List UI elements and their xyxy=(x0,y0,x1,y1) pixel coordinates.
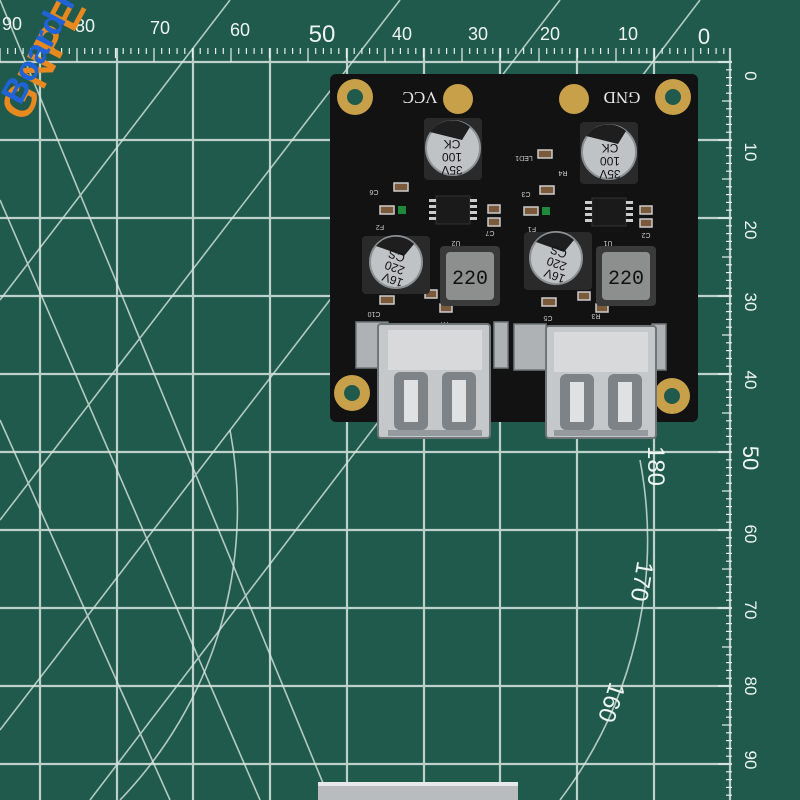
smd-components xyxy=(379,149,653,313)
silk-f2: F2 xyxy=(376,223,384,230)
arc-label: 180 xyxy=(642,446,669,486)
ruler-label: 90 xyxy=(741,751,760,770)
vcc-label: VCC xyxy=(403,88,438,107)
silk-r4: R4 xyxy=(558,169,567,176)
ruler-label: 0 xyxy=(698,24,710,49)
ruler-label: 10 xyxy=(741,143,760,162)
ruler-label: 40 xyxy=(741,371,760,390)
ruler-label: 70 xyxy=(741,601,760,620)
silk-r3: R3 xyxy=(591,312,600,319)
ic-u1 xyxy=(585,197,633,227)
inductor-right: 220 xyxy=(596,246,656,306)
gnd-label: GND xyxy=(604,88,641,107)
ruler-label: 70 xyxy=(150,18,170,38)
svg-text:220: 220 xyxy=(545,254,569,274)
top-ruler-ticks xyxy=(0,48,725,62)
right-ruler-labels: 0 10 20 30 40 50 60 70 80 90 xyxy=(738,71,763,769)
silk-c3: C3 xyxy=(521,190,530,197)
ruler-label: 60 xyxy=(230,20,250,40)
metal-strip-highlight xyxy=(318,782,518,786)
svg-text:220: 220 xyxy=(452,268,488,291)
silk-u2: U2 xyxy=(451,239,460,246)
ruler-label: 30 xyxy=(468,24,488,44)
ruler-label: 0 xyxy=(741,71,760,80)
silk-u1: U1 xyxy=(603,239,612,246)
capacitor-small-left: CS 220 16V xyxy=(362,235,430,294)
ruler-label: 90 xyxy=(2,14,22,34)
mounting-holes xyxy=(334,79,691,414)
ruler-label: 60 xyxy=(741,525,760,544)
silk-f1: F1 xyxy=(528,225,536,232)
svg-text:CK: CK xyxy=(444,137,461,151)
svg-text:100: 100 xyxy=(442,150,462,164)
silk-led1: LED1 xyxy=(515,154,533,161)
mounting-hole-center xyxy=(664,388,680,404)
ruler-label: 80 xyxy=(741,677,760,696)
silk-c7: C7 xyxy=(485,229,494,236)
mounting-hole-center xyxy=(665,89,681,105)
ruler-label: 20 xyxy=(540,24,560,44)
vcc-pad xyxy=(443,84,473,114)
top-ruler-labels: 90 80 70 60 50 40 30 20 10 0 xyxy=(2,14,710,49)
protractor-arc xyxy=(119,429,649,800)
svg-text:16V: 16V xyxy=(380,270,405,290)
svg-text:220: 220 xyxy=(608,268,644,291)
ruler-label: 40 xyxy=(392,24,412,44)
capacitor-large-left: CK 100 35V xyxy=(424,118,482,180)
ruler-label: 50 xyxy=(738,446,763,470)
svg-text:100: 100 xyxy=(600,154,620,168)
ruler-label: 30 xyxy=(741,293,760,312)
svg-text:35V: 35V xyxy=(441,163,462,177)
capacitor-large-right: CK 100 35V xyxy=(580,122,638,184)
ic-u2 xyxy=(429,195,477,225)
silk-c6: C6 xyxy=(369,188,378,195)
ruler-label: 20 xyxy=(741,221,760,240)
capacitor-small-right: CS 220 16V xyxy=(524,231,592,290)
usb-port-left xyxy=(355,321,509,439)
svg-text:35V: 35V xyxy=(599,167,620,181)
metal-strip xyxy=(318,782,518,800)
usb-port-right xyxy=(513,323,667,439)
pcb-board: VCC GND CK 100 35V CK 100 35V xyxy=(330,74,698,439)
right-ruler-ticks xyxy=(718,61,732,796)
inductor-left: 220 xyxy=(440,246,500,306)
ruler-label: 80 xyxy=(75,16,95,36)
svg-text:CK: CK xyxy=(602,141,619,155)
gnd-pad xyxy=(559,84,589,114)
silk-c2: C2 xyxy=(641,231,650,238)
ruler-label: 50 xyxy=(309,21,336,48)
ruler-label: 10 xyxy=(618,24,638,44)
svg-text:CS: CS xyxy=(548,242,568,261)
svg-text:220: 220 xyxy=(383,258,407,278)
mounting-hole-center xyxy=(347,89,363,105)
svg-text:16V: 16V xyxy=(542,266,567,286)
svg-text:CS: CS xyxy=(386,246,406,265)
silk-c5: C5 xyxy=(543,314,552,321)
silk-c10: C10 xyxy=(367,310,380,317)
mounting-hole-center xyxy=(344,385,360,401)
